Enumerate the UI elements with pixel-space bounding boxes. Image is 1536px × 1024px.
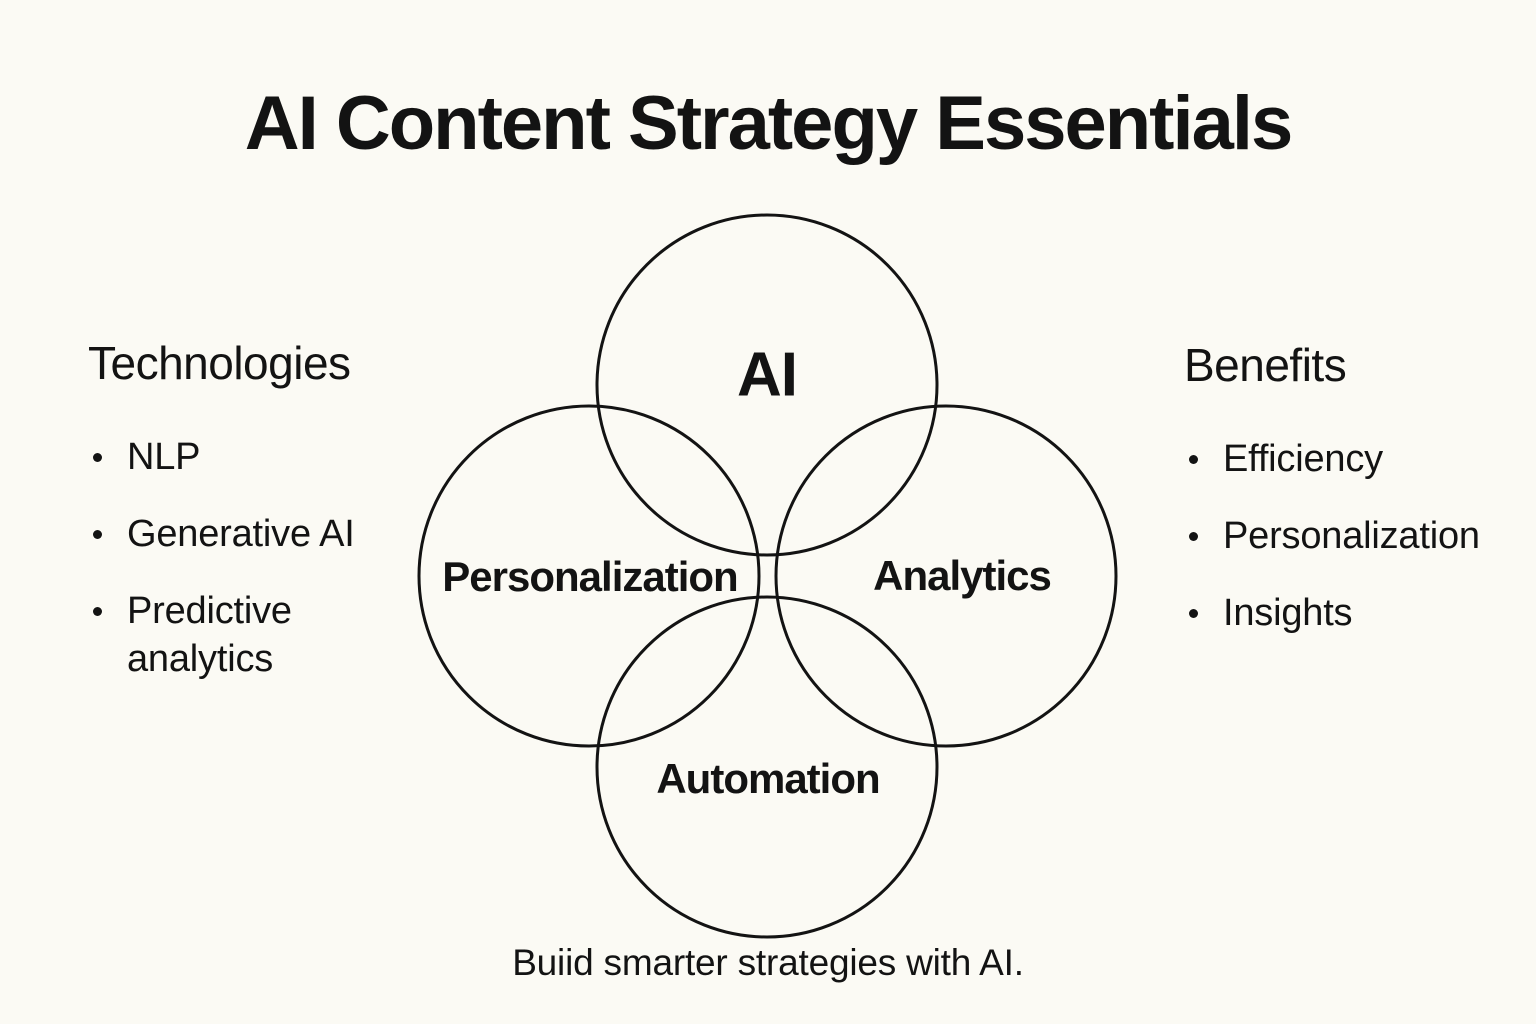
list-item: Personalization xyxy=(1184,512,1524,560)
bullet-dot-icon xyxy=(93,530,102,540)
caption: Buiid smarter strategies with AI. xyxy=(512,942,1024,983)
circle-automation xyxy=(595,595,939,939)
list-item: Generative AI xyxy=(88,510,428,558)
technologies-heading: Technologies xyxy=(88,337,351,389)
list-item: Predictive analytics xyxy=(88,587,428,683)
technologies-list: NLP Generative AI Predictive analytics xyxy=(88,433,428,683)
list-item: NLP xyxy=(88,433,428,481)
list-item: Efficiency xyxy=(1184,435,1524,483)
list-item-label: Predictive analytics xyxy=(127,590,292,681)
list-item-label: Personalization xyxy=(1223,515,1480,558)
technologies-panel: Technologies NLP Generative AI Predictiv… xyxy=(88,336,428,712)
list-item-label: Efficiency xyxy=(1223,438,1383,481)
bullet-dot-icon xyxy=(1189,609,1198,619)
bullet-dot-icon xyxy=(93,453,102,463)
list-item-label: NLP xyxy=(127,436,201,479)
circle-label-ai: AI xyxy=(737,340,798,410)
circle-personalization xyxy=(417,404,761,748)
benefits-panel: Benefits Efficiency Personalization Insi… xyxy=(1184,338,1524,666)
circle-label-automation: Automation xyxy=(656,755,880,802)
bullet-dot-icon xyxy=(93,607,102,617)
list-item-label: Generative AI xyxy=(127,513,355,556)
benefits-list: Efficiency Personalization Insights xyxy=(1184,435,1524,637)
circle-analytics xyxy=(774,404,1118,748)
page-title: AI Content Strategy Essentials xyxy=(244,81,1294,166)
list-item-label: Insights xyxy=(1223,592,1353,635)
benefits-heading: Benefits xyxy=(1184,339,1347,391)
circle-label-personalization: Personalization xyxy=(442,553,738,600)
circle-ai xyxy=(595,213,939,557)
bullet-dot-icon xyxy=(1189,455,1198,465)
bullet-dot-icon xyxy=(1189,532,1198,542)
list-item: Insights xyxy=(1184,589,1524,637)
circle-label-analytics: Analytics xyxy=(873,552,1052,599)
